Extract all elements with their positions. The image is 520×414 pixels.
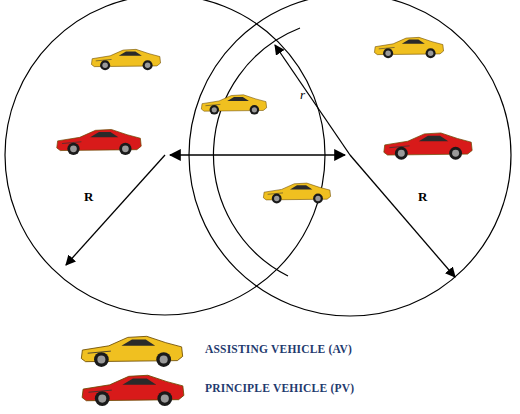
assisting-vehicle (374, 37, 443, 58)
assisting-vehicle (201, 95, 266, 115)
legend-text: PRINCIPLE VEHICLE (PV) (205, 383, 354, 395)
legend-principle-vehicle (82, 375, 184, 406)
radius-arrow (66, 155, 165, 265)
radius-arrow (350, 155, 455, 277)
legend-assisting-vehicle (81, 336, 182, 367)
dimension-label: R (84, 190, 93, 203)
assisting-vehicle (263, 183, 330, 203)
principle-vehicle (384, 133, 472, 160)
dimension-label: r (300, 88, 305, 101)
dimension-label: R (418, 190, 427, 203)
inner-arc (213, 28, 300, 276)
legend-text: ASSISTING VEHICLE (AV) (205, 344, 352, 356)
principle-vehicle (57, 129, 141, 155)
distance-arrow (170, 154, 345, 156)
radius-arrow (275, 45, 350, 155)
coverage-circle (189, 0, 511, 316)
assisting-vehicle (91, 49, 160, 70)
